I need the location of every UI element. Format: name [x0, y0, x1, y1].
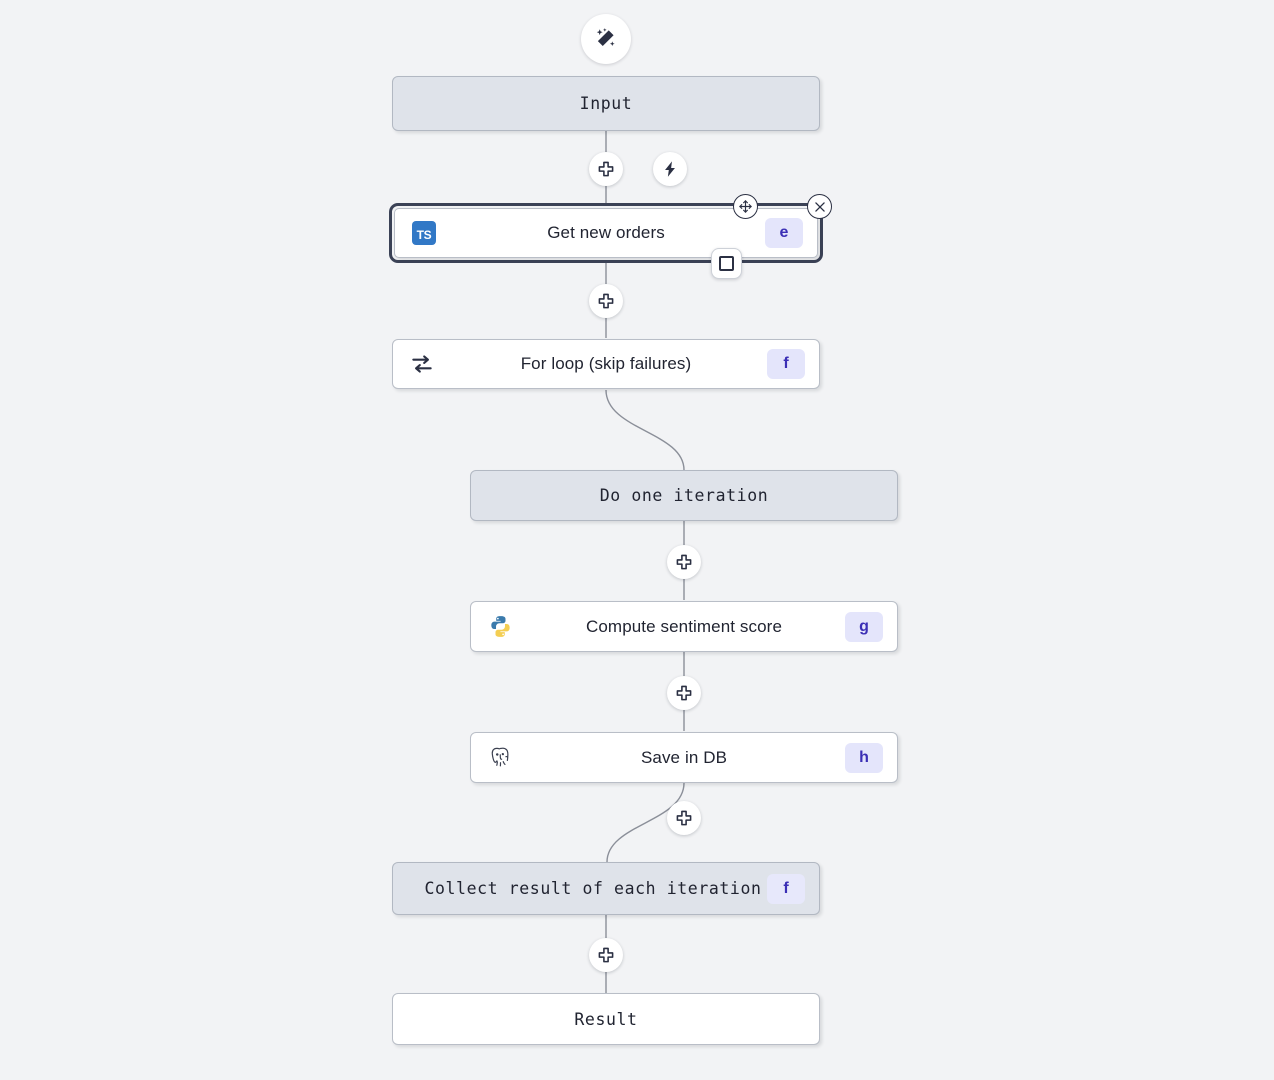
add-step-button-after-input[interactable] — [589, 152, 623, 186]
node-collect-result-badge: f — [767, 873, 805, 904]
repeat-loop-icon — [409, 351, 435, 377]
node-compute-sentiment-score-badge: g — [845, 611, 883, 642]
ai-magic-wand-button[interactable] — [581, 14, 631, 64]
plus-icon — [676, 554, 692, 570]
node-for-loop[interactable]: For loop (skip failures) f — [392, 339, 820, 389]
node-input[interactable]: Input — [392, 76, 820, 131]
close-node-button[interactable] — [807, 194, 832, 219]
add-step-button-after-get-new-orders[interactable] — [589, 284, 623, 318]
plus-icon — [598, 293, 614, 309]
node-save-in-db-badge: h — [845, 742, 883, 773]
close-icon — [814, 201, 825, 212]
node-do-one-iteration-label: Do one iteration — [599, 486, 769, 505]
edge-for-loop-to-do-one-iteration — [605, 389, 685, 471]
node-collect-result[interactable]: Collect result of each iteration f — [392, 862, 820, 915]
node-input-label: Input — [579, 94, 633, 113]
node-save-in-db-label: Save in DB — [640, 747, 728, 767]
plus-icon — [598, 947, 614, 963]
node-result-label: Result — [574, 1009, 638, 1029]
node-selection-frame — [389, 203, 823, 263]
node-get-new-orders-label: Get new orders — [547, 223, 665, 242]
add-step-button-after-collect-result[interactable] — [589, 938, 623, 972]
magic-wand-icon — [596, 28, 615, 47]
node-compute-sentiment-score[interactable]: Compute sentiment score g — [470, 601, 898, 652]
move-handle-icon — [739, 200, 752, 213]
plus-icon — [676, 685, 692, 701]
node-collect-result-label: Collect result of each iteration — [424, 879, 762, 898]
node-result[interactable]: Result — [392, 993, 820, 1045]
python-icon — [487, 614, 513, 640]
node-do-one-iteration[interactable]: Do one iteration — [470, 470, 898, 521]
node-save-in-db[interactable]: Save in DB h — [470, 732, 898, 783]
add-step-button-after-compute-sentiment-score[interactable] — [667, 676, 701, 710]
add-step-button-after-save-in-db[interactable] — [667, 801, 701, 835]
add-step-button-after-do-one-iteration[interactable] — [667, 545, 701, 579]
node-get-new-orders-badge: e — [765, 218, 803, 248]
lightning-bolt-icon — [665, 161, 675, 177]
node-compute-sentiment-score-label: Compute sentiment score — [586, 616, 782, 636]
postgresql-icon — [487, 745, 513, 771]
node-for-loop-badge: f — [767, 349, 805, 379]
node-get-new-orders[interactable]: TS Get new orders e — [394, 208, 818, 258]
move-handle[interactable] — [733, 194, 758, 219]
trigger-button[interactable] — [653, 152, 687, 186]
plus-icon — [598, 161, 614, 177]
resize-square-handle[interactable] — [711, 248, 742, 279]
typescript-icon: TS — [411, 220, 437, 246]
plus-icon — [676, 810, 692, 826]
node-for-loop-label: For loop (skip failures) — [520, 354, 692, 373]
resize-square-handle-icon — [719, 256, 734, 271]
